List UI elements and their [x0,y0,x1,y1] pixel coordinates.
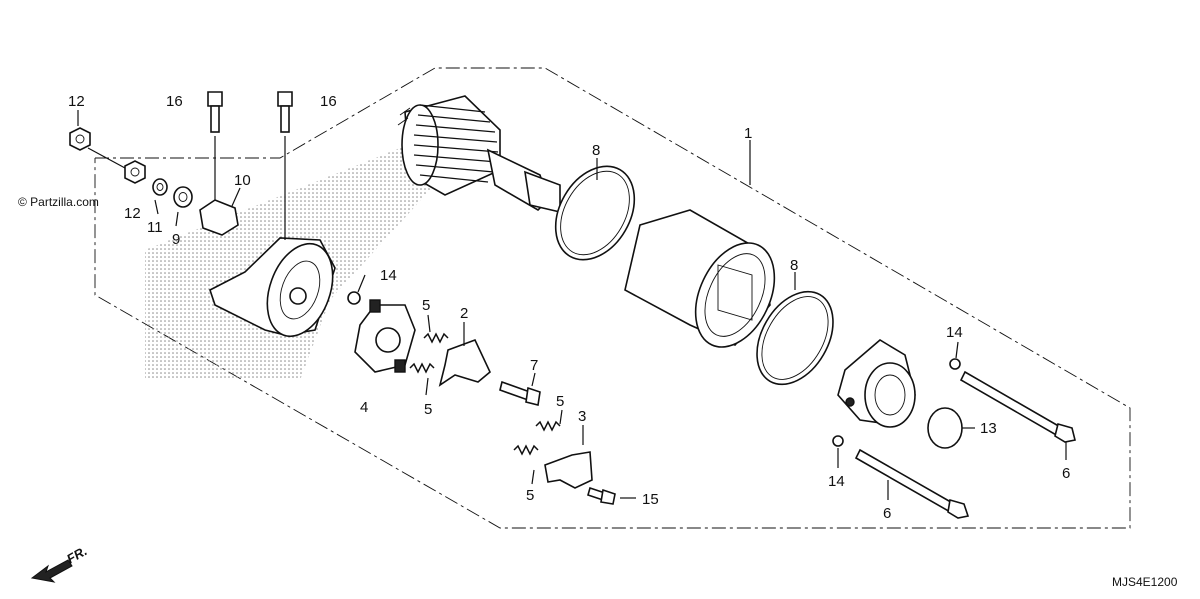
callout-9: 9 [172,231,180,248]
callout-6-a: 6 [1062,465,1070,482]
callout-7: 7 [530,357,538,374]
callout-2: 2 [460,305,468,322]
callout-8-a: 8 [592,142,600,159]
brush-terminal-2 [438,338,491,387]
callout-15: 15 [642,491,659,508]
callout-4: 4 [360,399,368,416]
callout-12-b: 12 [124,205,141,222]
washer-14-left [347,291,361,305]
spring-5-c [535,420,561,432]
o-ring-8-rear [756,290,834,386]
brush-terminal-3 [544,451,593,489]
callout-6-b: 6 [883,505,891,522]
long-bolt-6-lower [854,448,970,519]
long-bolt-6-upper [959,370,1076,443]
callout-16-a: 16 [166,93,183,110]
bolt-16-left [207,91,223,133]
bushing-9 [173,186,193,208]
arrow-left-icon [30,559,73,583]
terminal-bolt-7 [499,380,541,406]
callout-16-b: 16 [320,93,337,110]
spring-5-d [513,444,539,456]
callout-14-a: 14 [380,267,397,284]
nut-12-outer [69,127,91,151]
yoke-housing [624,209,776,348]
callout-5-c: 5 [556,393,564,410]
callout-5-d: 5 [526,487,534,504]
callout-13: 13 [980,420,997,437]
bolt-16-right [277,91,293,133]
washer-11 [152,178,168,196]
callout-10: 10 [234,172,251,189]
front-direction-indicator: FR. [30,543,90,583]
washer-14-bottom [832,435,844,447]
callout-8-b: 8 [790,257,798,274]
watermark: © Partzilla.com [18,195,99,209]
callout-11: 11 [147,219,163,236]
screw-15 [587,486,616,505]
callout-1: 1 [744,125,752,142]
brush-holder-4 [354,299,416,373]
callout-5-b: 5 [424,401,432,418]
o-ring-8-front [554,165,636,261]
callout-14-c: 14 [828,473,845,490]
spring-5-b [409,362,435,374]
front-cover [209,237,336,338]
spring-5-a [423,332,449,344]
diagram-code: MJS4E1200 [1112,575,1178,589]
leader-lines [77,110,1067,500]
armature [397,95,561,214]
washer-14-top [949,358,961,370]
nut-12-inner [124,160,146,184]
callout-3: 3 [578,408,586,425]
callout-5-a: 5 [422,297,430,314]
callout-12-a: 12 [68,93,85,110]
rear-cover [837,339,916,428]
o-ring-13 [927,407,963,449]
callout-14-b: 14 [946,324,963,341]
